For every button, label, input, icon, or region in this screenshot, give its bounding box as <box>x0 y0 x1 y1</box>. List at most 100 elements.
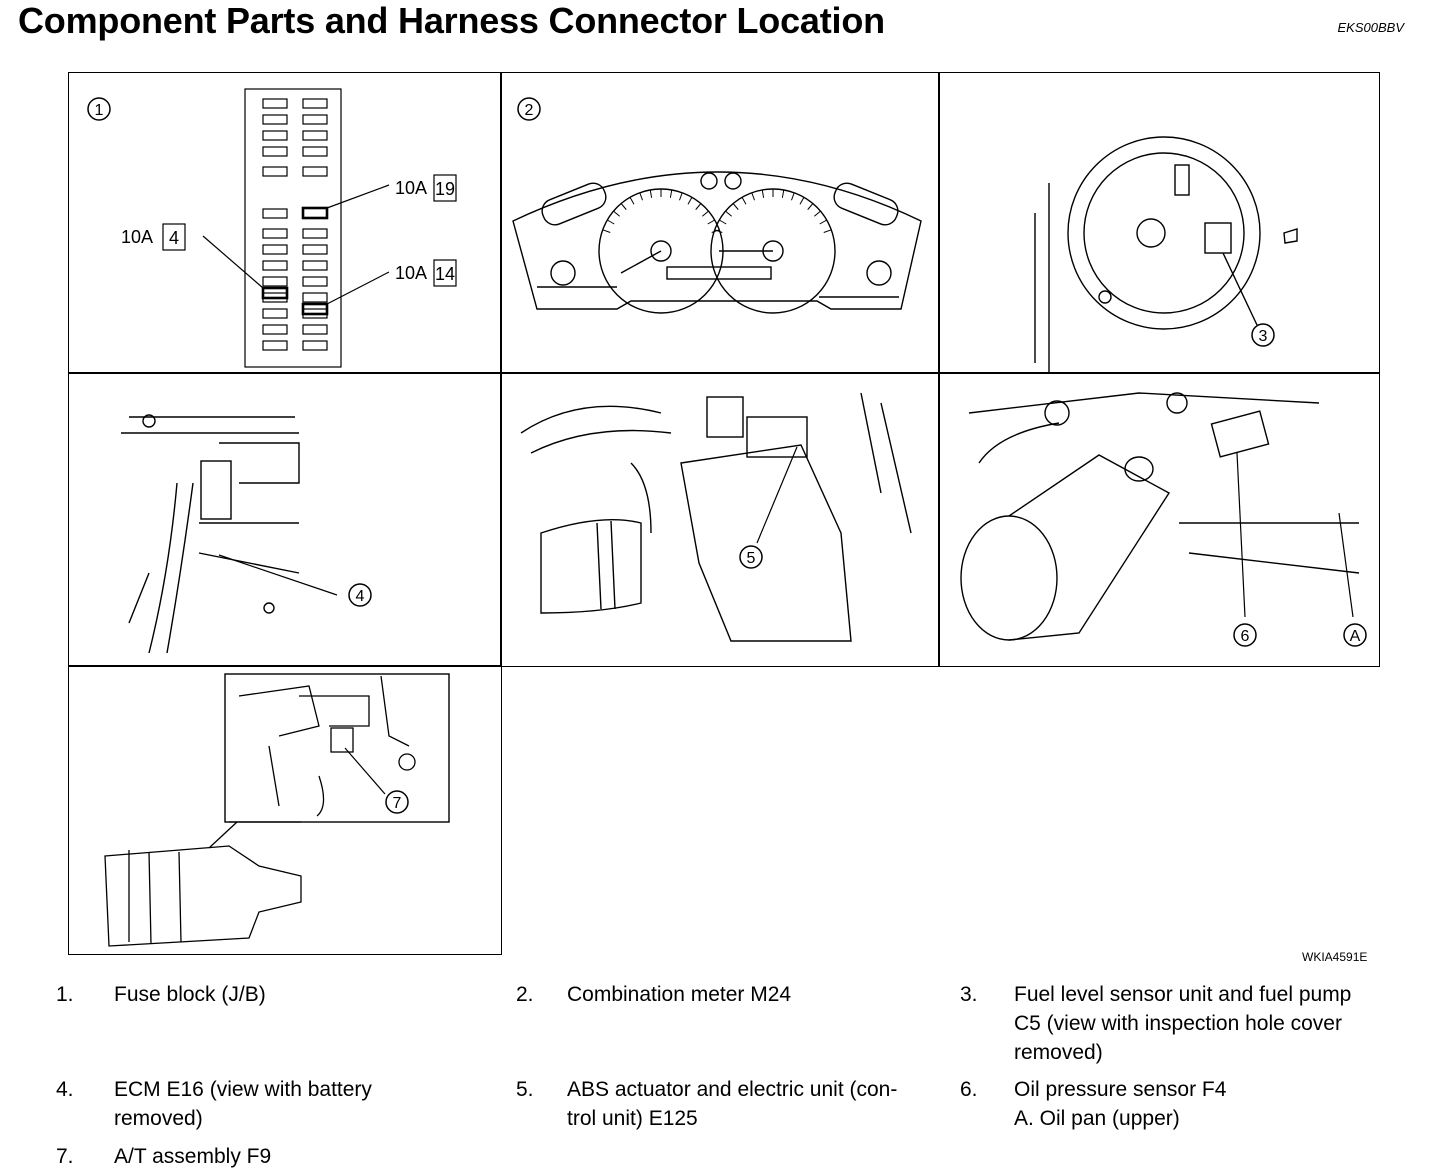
fuse-slot <box>262 340 288 351</box>
fuse-slot <box>262 98 288 109</box>
fuse-slot <box>262 208 288 219</box>
fuse-slot <box>302 130 328 141</box>
marker-a: A <box>1350 628 1361 645</box>
fuse-slot <box>262 308 288 319</box>
legend-text-line: removed) <box>114 1107 203 1130</box>
legend-text-line: Oil pressure sensor F4 <box>1014 1078 1227 1101</box>
panel-ecm: 4 <box>68 372 502 667</box>
fuse-4-number: 4 <box>169 228 179 248</box>
fuse-slot <box>302 276 328 287</box>
gauge-tick <box>707 219 715 225</box>
gauge-tick <box>819 219 827 225</box>
abs-actuator-illustration: 5 <box>520 392 912 642</box>
gauge-tick <box>732 203 739 210</box>
gauge-tick <box>669 189 673 198</box>
gauge-tick <box>602 229 611 234</box>
fuse-slot <box>262 244 288 255</box>
marker-4: 4 <box>356 588 365 605</box>
legend-text-line: ABS actuator and electric unit (con- <box>567 1078 898 1101</box>
fuse-slot <box>302 292 328 303</box>
gauge-tick <box>719 219 727 225</box>
legend-number: 2. <box>516 983 534 1006</box>
marker-1: 1 <box>95 102 104 119</box>
fuse-4 <box>261 286 289 300</box>
fuse-slot <box>302 340 328 351</box>
gauge-tick <box>649 189 653 198</box>
page-title: Component Parts and Harness Connector Lo… <box>18 0 885 41</box>
fuse-slot <box>262 114 288 125</box>
legend-number: 6. <box>960 1078 978 1101</box>
gauge-tick <box>711 229 720 234</box>
gauge-tick <box>620 203 627 210</box>
panel-abs-actuator: 5 <box>500 372 940 667</box>
gauge-tick <box>639 192 644 201</box>
gauge-tick <box>781 189 785 198</box>
fuse-14-number: 14 <box>435 264 455 284</box>
legend-text-line: ECM E16 (view with battery <box>114 1078 372 1101</box>
gauge-tick <box>714 229 723 234</box>
gauge-tick <box>725 210 732 217</box>
gauge-tick <box>607 219 615 225</box>
legend-text: A/T assembly F9 <box>114 1145 272 1168</box>
fuse-19-number: 19 <box>435 179 455 199</box>
gauge-tick <box>687 197 693 205</box>
fuse-slot <box>302 228 328 239</box>
gauge-tick <box>814 210 821 217</box>
fuse-slot <box>262 324 288 335</box>
fuse-slot <box>262 146 288 157</box>
fuse-slot <box>302 166 328 177</box>
legend-text-line: C5 (view with inspection hole cover <box>1014 1012 1342 1035</box>
gauge-tick <box>790 192 795 201</box>
panel-combination-meter: 2 <box>500 72 940 374</box>
oil-pressure-sensor-illustration: 6 A <box>960 392 1367 647</box>
panel-fuel-level-sensor: 3 <box>938 72 1380 374</box>
marker-2: 2 <box>525 102 534 119</box>
marker-3: 3 <box>1259 328 1268 345</box>
legend-text: Combination meter M24 <box>567 983 792 1006</box>
gauge-tick <box>807 203 814 210</box>
gauge-tick <box>695 203 702 210</box>
gauge-tick <box>702 210 709 217</box>
fuse-19-amp: 10A <box>395 178 427 198</box>
fuse-slot <box>302 114 328 125</box>
gauge-tick <box>799 197 805 205</box>
marker-5: 5 <box>747 550 756 567</box>
gauge-tick <box>741 197 747 205</box>
legend-text-line: Fuel level sensor unit and fuel pump <box>1014 983 1352 1006</box>
fuse-14 <box>301 302 329 316</box>
fuse-14-amp: 10A <box>395 263 427 283</box>
legend-number: 5. <box>516 1078 534 1101</box>
fuse-19 <box>301 206 329 220</box>
fuse-slot <box>302 324 328 335</box>
panel-at-assembly: 7 <box>68 665 502 955</box>
gauge-tick <box>613 210 620 217</box>
fuse-slot <box>302 244 328 255</box>
at-assembly-illustration: 7 <box>104 673 450 947</box>
fuse-slot <box>302 260 328 271</box>
fuse-slot <box>302 146 328 157</box>
combination-meter-illustration: 2 <box>512 97 922 314</box>
panel-fuse-block: 1 10A 19 10A 4 10A 14 <box>68 72 502 374</box>
fuse-slot <box>262 166 288 177</box>
gauge-tick <box>823 229 832 234</box>
marker-7: 7 <box>393 795 402 812</box>
fuse-slot <box>262 276 288 287</box>
ecm-illustration: 4 <box>121 414 372 654</box>
legend-text-line: A. Oil pan (upper) <box>1014 1107 1180 1130</box>
gauge-tick <box>751 192 756 201</box>
fuse-slot <box>262 228 288 239</box>
fuse-block-illustration: 1 10A 19 10A 4 10A 14 <box>87 88 457 368</box>
legend-text: Fuse block (J/B) <box>114 983 266 1006</box>
fuse-slot <box>262 130 288 141</box>
document-code: EKS00BBV <box>1337 20 1405 35</box>
gauge-tick <box>678 192 683 201</box>
fuse-slot <box>302 98 328 109</box>
legend-text-line: trol unit) E125 <box>567 1107 698 1130</box>
legend-text-line: removed) <box>1014 1041 1103 1064</box>
legend-number: 4. <box>56 1078 74 1101</box>
gauge-tick <box>629 197 635 205</box>
figure-code: WKIA4591E <box>1302 950 1368 964</box>
gauge-tick <box>761 189 765 198</box>
fuel-sensor-illustration: 3 <box>1034 136 1298 373</box>
marker-6: 6 <box>1241 628 1250 645</box>
